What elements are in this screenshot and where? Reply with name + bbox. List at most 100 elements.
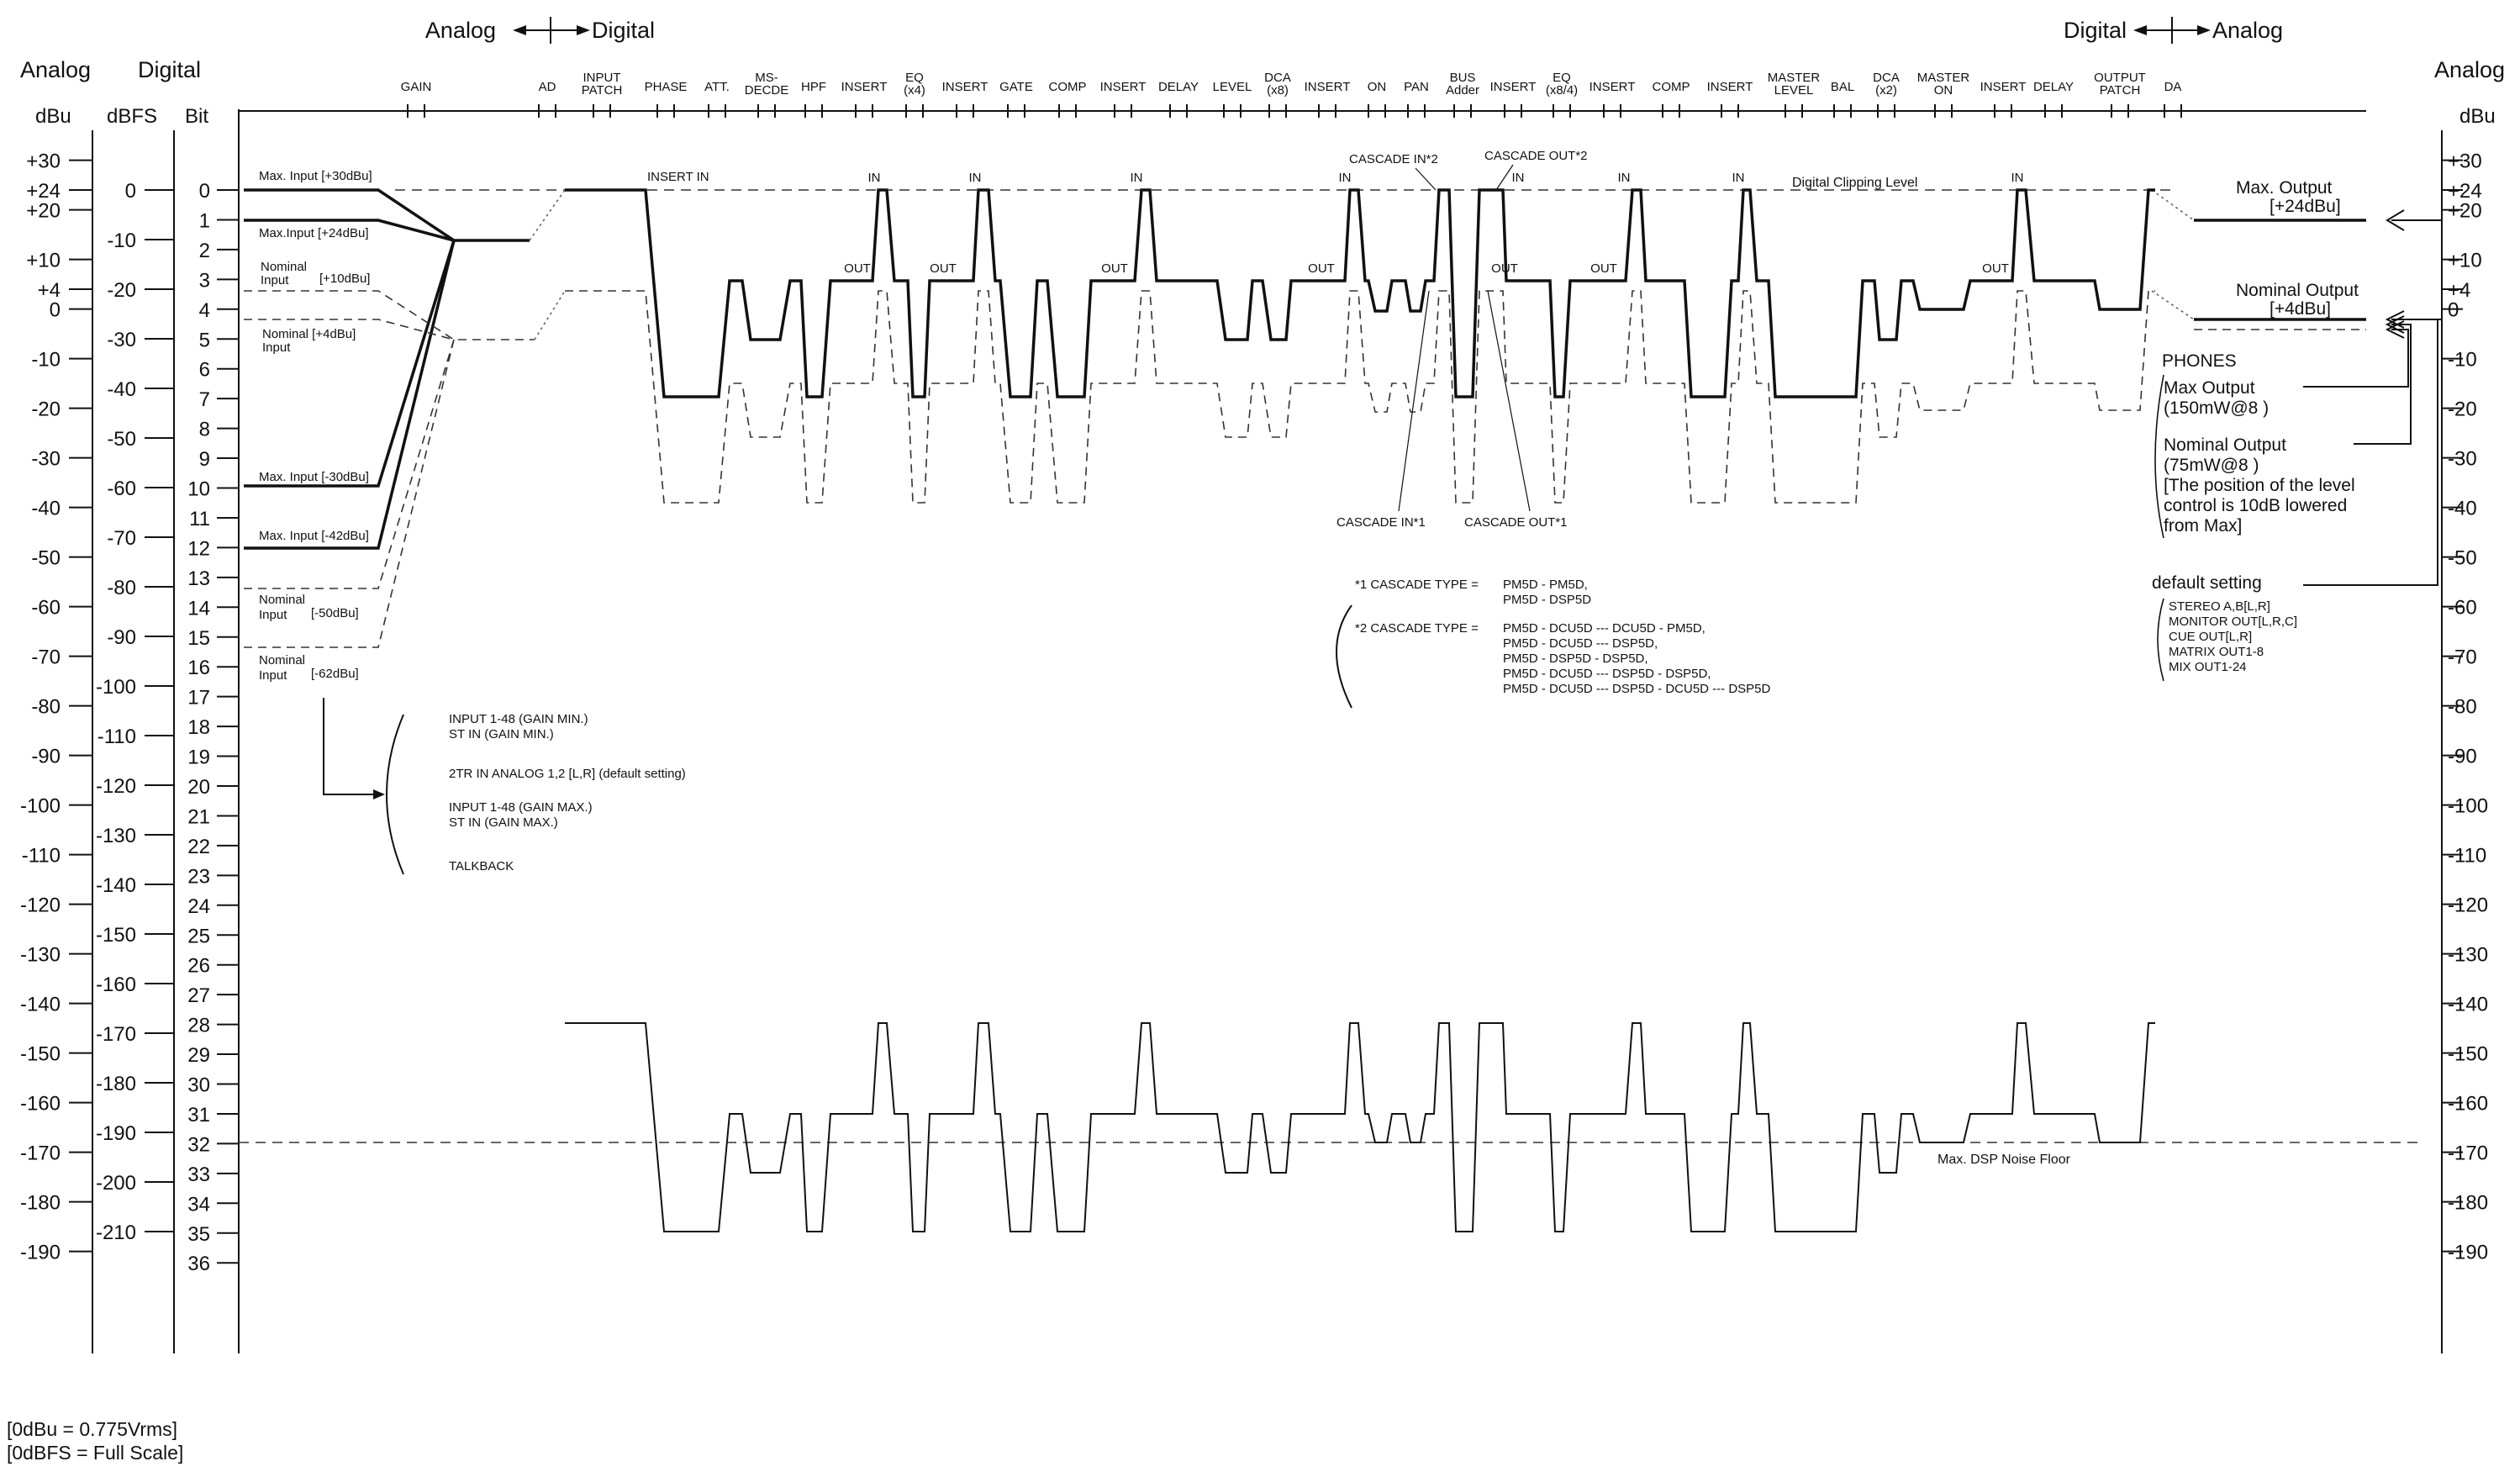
label-max-output: Max. Output (2236, 178, 2333, 198)
header-left-digital: Digital (592, 18, 655, 43)
bit-label: 30 (187, 1074, 210, 1097)
label-out: OUT (1491, 261, 1518, 276)
stage-label: EQ(x4) (904, 71, 925, 98)
bit-label: 36 (187, 1253, 210, 1275)
label-max-input-24: Max.Input [+24dBu] (259, 226, 369, 240)
label-nominal-m50-b: Input (259, 608, 287, 622)
dbu-left-label: -180 (20, 1192, 61, 1215)
stage-label: PAN (1404, 80, 1429, 94)
stage-label: GATE (999, 80, 1033, 94)
label-phones-nominal: Nominal Output (2164, 435, 2286, 455)
dbu-left-label: -80 (31, 696, 61, 719)
label-nominal-m50-c: [-50dBu] (311, 606, 359, 620)
dbu-left-label: -130 (20, 944, 61, 967)
dbu-right-label: -50 (2448, 547, 2477, 570)
label-in: IN (868, 171, 881, 185)
dbfs-label: -120 (96, 775, 136, 798)
label-phones-note-3: from Max] (2164, 516, 2242, 536)
label-default-4: MATRIX OUT1-8 (2169, 645, 2264, 659)
stage-label: DA (2164, 80, 2182, 94)
bit-label: 25 (187, 925, 210, 947)
stage-label: LEVEL (1213, 80, 1252, 94)
label-cascade-in-1: CASCADE IN*1 (1336, 515, 1426, 530)
label-in: IN (969, 171, 982, 185)
bit-label: 33 (187, 1163, 210, 1186)
dbfs-label: -20 (107, 279, 136, 302)
bit-label: 35 (187, 1223, 210, 1246)
cascade-note-1-label: *1 CASCADE TYPE = (1355, 578, 1479, 592)
label-in: IN (1618, 171, 1631, 185)
bit-label: 28 (187, 1015, 210, 1037)
label-max-input-30: Max. Input [+30dBu] (259, 169, 372, 183)
bit-label: 34 (187, 1193, 210, 1216)
bit-label: 31 (187, 1104, 210, 1126)
stage-label: INSERT (942, 80, 988, 94)
output-solid-lines (2194, 219, 2366, 321)
dbu-right-label: -70 (2448, 646, 2477, 669)
dbfs-label: 0 (125, 180, 136, 203)
label-out: OUT (1590, 261, 1617, 276)
gain-note-6: TALKBACK (449, 859, 514, 873)
column-analog-left: Analog (20, 57, 91, 82)
label-default-3: CUE OUT[L,R] (2169, 630, 2252, 644)
dbu-left-label: +30 (26, 150, 61, 173)
dbu-left-label: +24 (26, 180, 61, 203)
label-default-5: MIX OUT1-24 (2169, 660, 2247, 674)
dbfs-label: -170 (96, 1023, 136, 1046)
stage-label: INSERT (841, 80, 888, 94)
bit-label: 7 (199, 388, 210, 411)
bit-label: 21 (187, 805, 210, 828)
label-default-setting: default setting (2152, 573, 2262, 593)
column-analog-right: Analog (2434, 57, 2505, 82)
stage-label: INSERT (1980, 80, 2027, 94)
dbu-right-label: -140 (2448, 994, 2488, 1016)
column-digital-left: Digital (138, 57, 201, 82)
dbu-right-label: 0 (2448, 299, 2459, 322)
dbfs-label: -10 (107, 230, 136, 252)
dbu-right-label: -40 (2448, 498, 2477, 520)
label-in: IN (1512, 171, 1525, 185)
label-max-input-m42: Max. Input [-42dBu] (259, 529, 369, 543)
bit-label: 19 (187, 747, 210, 769)
dbfs-label: -100 (96, 676, 136, 699)
footer-dbu-reference: [0dBu = 0.775Vrms] (7, 1418, 177, 1440)
dbu-left-label: +10 (26, 250, 61, 272)
dbu-left-label: -100 (20, 795, 61, 818)
bit-label: 9 (199, 448, 210, 471)
dbu-right-label: -150 (2448, 1043, 2488, 1066)
noise-level-signal-path (565, 1022, 2155, 1232)
cascade-note-2-line-3: PM5D - DSP5D - DSP5D, (1503, 652, 1648, 666)
label-out: OUT (1982, 261, 2009, 276)
cascade-note-1-line-1: PM5D - PM5D, (1503, 578, 1588, 592)
dbu-right-label: -130 (2448, 944, 2488, 967)
label-nominal-output-value: [+4dBu] (2270, 299, 2331, 319)
gain-note-pointer (323, 698, 382, 795)
header-left-analog: Analog (425, 18, 496, 43)
conversion-arrow-right (2133, 17, 2211, 44)
stage-label: INSERT (1707, 80, 1753, 94)
bit-label: 12 (187, 537, 210, 560)
bit-label: 14 (187, 597, 210, 620)
label-nominal-10-c: [+10dBu] (319, 272, 370, 286)
label-phones-max-value: (150mW@8 ) (2164, 398, 2269, 418)
label-phones: PHONES (2162, 351, 2237, 371)
label-in: IN (2011, 171, 2024, 185)
dbu-right-label: -170 (2448, 1142, 2488, 1165)
dbfs-label: -80 (107, 577, 136, 599)
dbu-right-label: -80 (2448, 696, 2477, 719)
dbu-left-label: -20 (31, 398, 61, 421)
label-phones-note-1: [The position of the level (2164, 476, 2355, 495)
dbfs-label: -40 (107, 378, 136, 401)
stage-label: EQ(x8/4) (1546, 71, 1578, 98)
digital-clipping-label: Digital Clipping Level (1792, 176, 1917, 190)
bit-label: 13 (187, 567, 210, 590)
phones-bracket (2154, 374, 2164, 539)
stage-label: COMP (1653, 80, 1690, 94)
dbu-left-label: -40 (31, 498, 61, 520)
